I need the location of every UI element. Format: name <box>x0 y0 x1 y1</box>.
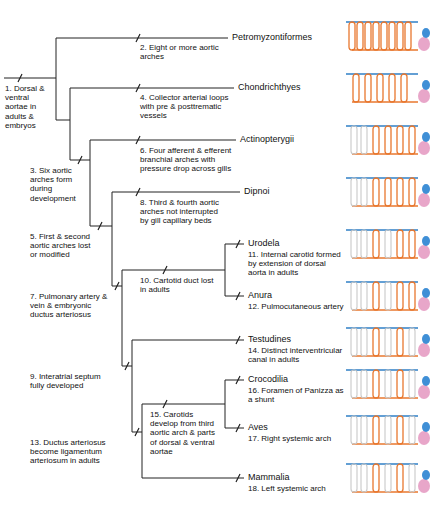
character-label: 12. Pulmocutaneous artery <box>248 302 344 311</box>
character-label: 6. Four afferent & efferent branchial ar… <box>140 146 236 174</box>
character-label: 3. Six aortic arches form during develop… <box>30 166 86 203</box>
petromyzontiformes-arches <box>346 22 430 51</box>
taxon-name: Anura <box>248 290 272 300</box>
mammalia-arches <box>346 464 430 493</box>
character-label: 14. Distinct interventricular canal in a… <box>248 346 344 364</box>
character-label: 18. Left systemic arch <box>248 484 344 493</box>
taxon-name: Aves <box>248 422 268 432</box>
taxon-name: Mammalia <box>248 472 290 482</box>
taxon-name: Actinopterygii <box>240 134 294 144</box>
aves-arches <box>346 416 430 445</box>
taxon-name: Chondrichthyes <box>238 82 301 92</box>
crocodilia-arches <box>346 370 430 399</box>
taxon-name: Testudines <box>248 334 291 344</box>
character-label: 7. Pulmonary artery & vein & embryonic d… <box>30 292 110 320</box>
character-label: 8. Third & fourth aortic arches not inte… <box>140 198 224 226</box>
character-label: 15. Carotids develop from third aortic a… <box>150 410 222 456</box>
actinopterygii-arches <box>346 126 430 155</box>
character-label: 2. Eight or more aortic arches <box>140 43 240 61</box>
character-label: 16. Foramen of Panizza as a shunt <box>248 386 344 404</box>
chondrichthyes-arches <box>346 74 430 103</box>
dipnoi-arches <box>346 178 430 207</box>
character-label: 5. First & second aortic arches lost or … <box>30 232 92 260</box>
character-label: 9. Interatrial septum fully developed <box>30 372 116 390</box>
character-ticks <box>18 34 240 482</box>
character-label: 11. Internal carotid formed by extension… <box>248 250 344 278</box>
character-label: 10. Cartotid duct lost in adults <box>140 276 220 294</box>
anura-arches <box>346 282 430 311</box>
taxon-name: Crocodilia <box>248 374 288 384</box>
taxon-name: Petromyzontiformes <box>232 32 312 42</box>
taxon-name: Dipnoi <box>244 186 270 196</box>
urodela-arches <box>346 230 430 259</box>
character-label: 17. Right systemic arch <box>248 434 344 443</box>
character-label: 13. Ductus arteriosus become ligamentum … <box>30 438 120 466</box>
taxon-name: Urodela <box>248 238 280 248</box>
tree-branches <box>4 38 244 478</box>
character-label: 1. Dorsal & ventral aortae in adults & e… <box>5 84 51 130</box>
testudines-arches <box>346 328 430 357</box>
character-label: 4. Collector arterial loops with pre & p… <box>140 93 236 121</box>
